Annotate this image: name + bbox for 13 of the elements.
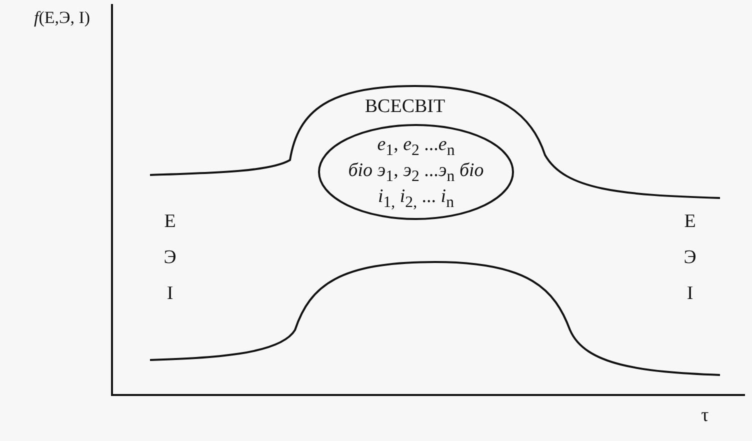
letter-label: I bbox=[686, 283, 694, 305]
axis-label: f(E,Э, I) bbox=[34, 7, 90, 29]
formula-text: i$_{1,}$ i$_{2,}$ ... i$_{n}$ bbox=[376, 185, 455, 213]
title-text: ВСЕСВІТ bbox=[364, 96, 446, 118]
axis-label: τ bbox=[701, 405, 709, 427]
letter-label: E bbox=[684, 211, 696, 233]
formula-text: e$_{1}$, e$_{2}$ ...e$_{n}$ bbox=[376, 133, 456, 161]
ellipse-node bbox=[318, 124, 514, 218]
letter-label: Э bbox=[164, 247, 176, 269]
letter-label: I bbox=[166, 283, 174, 305]
letter-label: Э bbox=[684, 247, 696, 269]
formula-text: біо э$_{1}$, э$_{2}$ ...э$_{n}$ біо bbox=[347, 159, 485, 187]
letter-label: E bbox=[164, 211, 176, 233]
